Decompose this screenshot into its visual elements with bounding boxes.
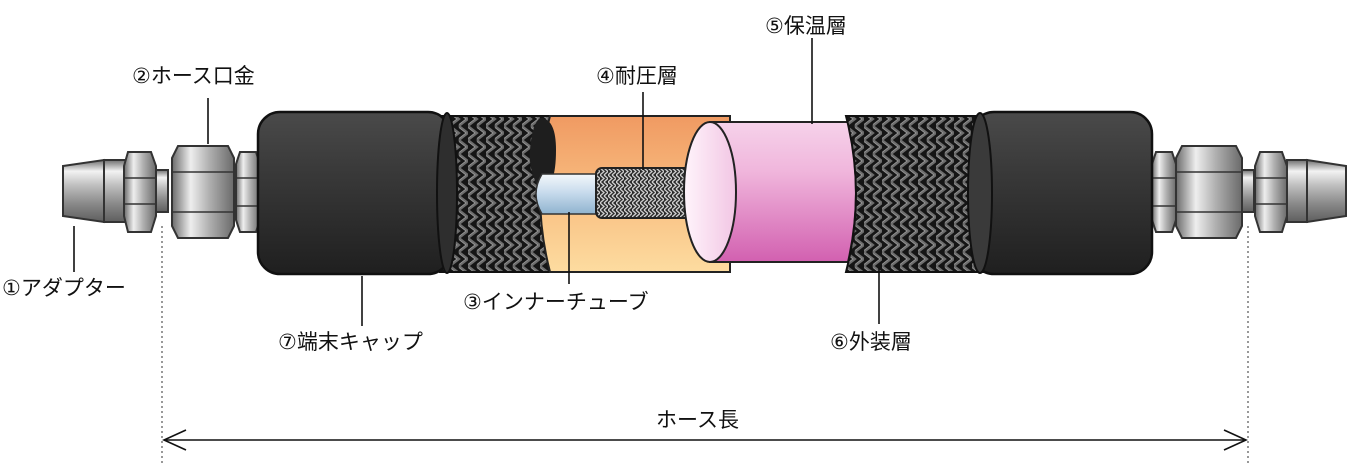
- outer-layer-right: [844, 115, 986, 273]
- label-hose-length: ホース長: [656, 408, 739, 432]
- right-collar: [1241, 169, 1255, 213]
- leader-lines: [73, 38, 880, 326]
- right-small-nut: [1151, 151, 1177, 233]
- left-adapter-body: [103, 159, 127, 223]
- label-hose-fitting: ②ホース口金: [132, 64, 255, 88]
- label-end-cap: ⑦端末キャップ: [278, 330, 423, 354]
- left-small-nut: [235, 151, 261, 233]
- left-end-cap: [256, 110, 458, 276]
- dimension-arrow-right: [1223, 429, 1248, 451]
- right-hex-nut-1: [1254, 151, 1288, 233]
- label-outer-layer: ⑥外装層: [830, 330, 912, 354]
- right-fitting-assembly: [1151, 145, 1347, 239]
- label-adapter: ①アダプター: [2, 276, 126, 300]
- inner-tube: [535, 173, 601, 215]
- label-inner-tube: ③インナーチューブ: [463, 290, 649, 314]
- label-pressure-layer: ④耐圧層: [596, 64, 678, 88]
- left-hex-nut-1: [123, 151, 157, 233]
- hose-length-dimension: [161, 226, 1249, 466]
- right-adapter-body: [1286, 159, 1308, 223]
- insulation-layer: [683, 121, 857, 263]
- label-insulation-layer: ⑤保温層: [765, 14, 847, 38]
- left-fitting-assembly: [62, 145, 261, 239]
- left-collar: [155, 169, 169, 213]
- left-hose-fitting-hex: [171, 145, 235, 239]
- right-end-cap: [967, 110, 1154, 276]
- right-hose-fitting-hex: [1175, 145, 1243, 239]
- left-adapter-nozzle: [62, 158, 105, 224]
- right-adapter-nozzle: [1306, 158, 1347, 224]
- dimension-arrow-left: [162, 429, 187, 451]
